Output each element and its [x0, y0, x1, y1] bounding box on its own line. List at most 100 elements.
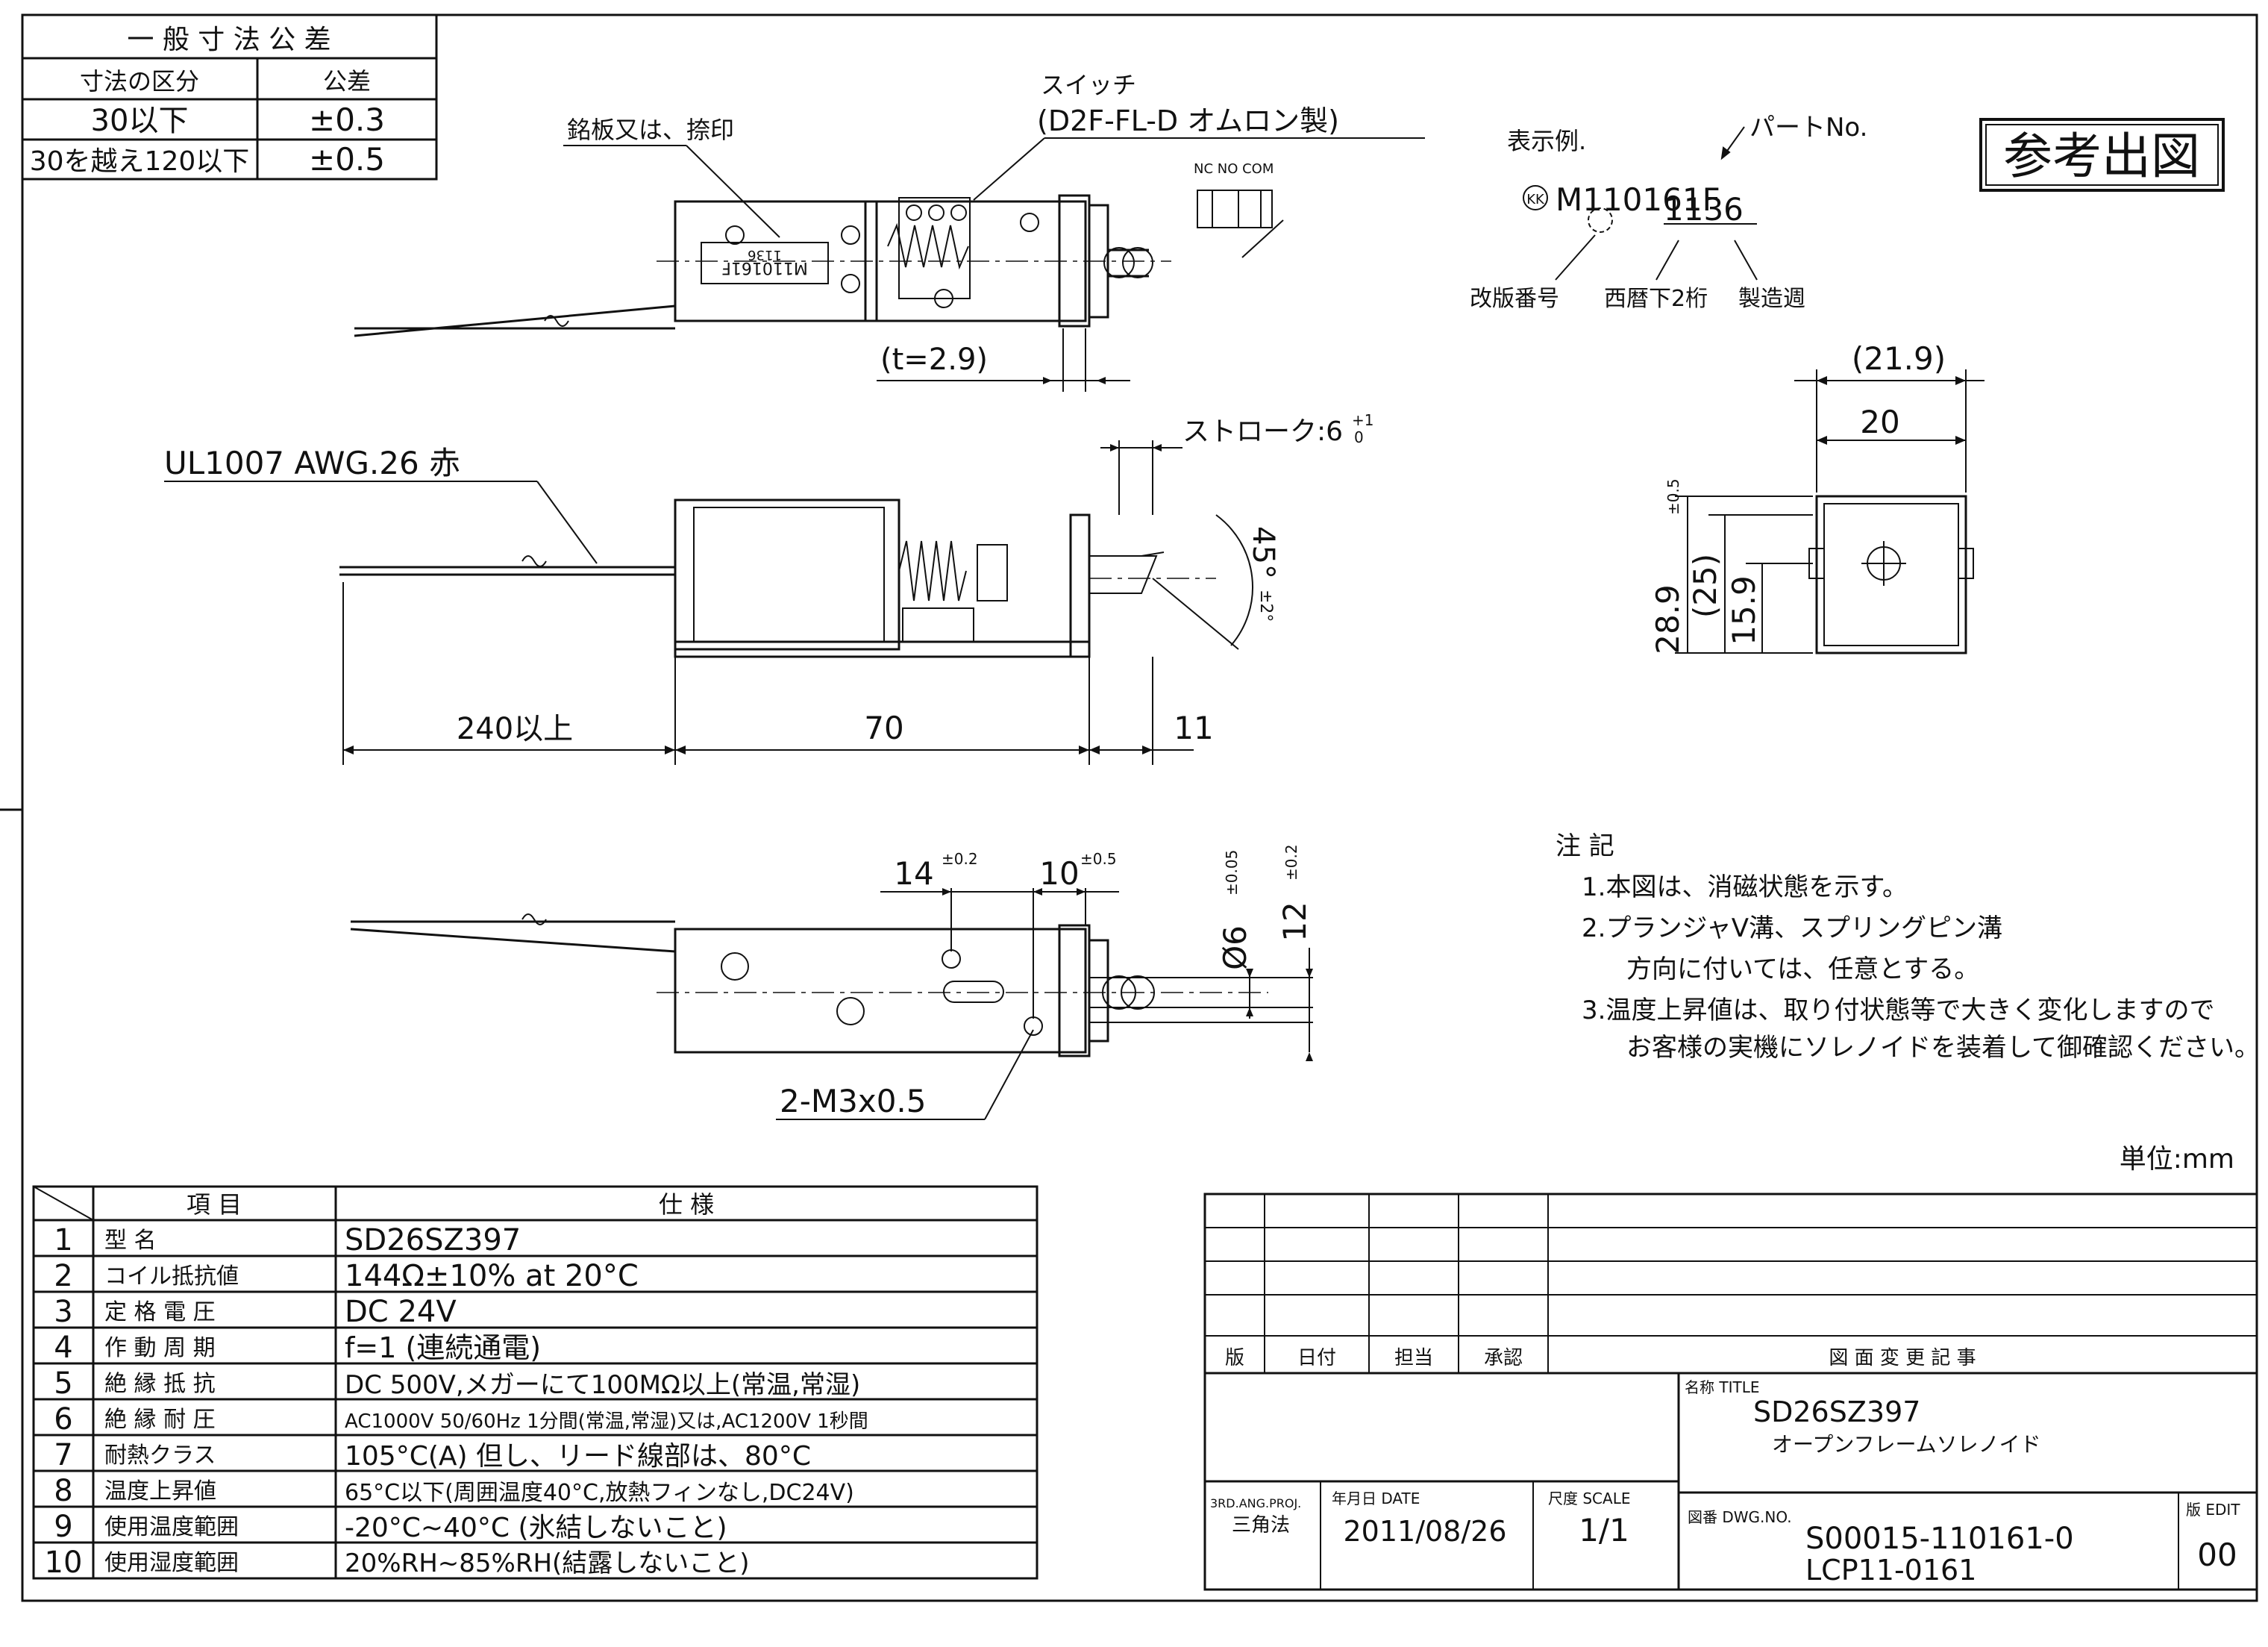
spec-item-5: 絶 縁 抵 抗	[104, 1371, 216, 1397]
spec-no-3: 3	[54, 1295, 72, 1329]
dim-tip-length: 11	[1174, 710, 1213, 746]
spec-no-7: 7	[54, 1438, 72, 1472]
spec-no-2: 2	[54, 1259, 72, 1293]
spec-value-8: 65°C以下(周囲温度40°C,放熱フィンなし,DC24V)	[345, 1480, 854, 1506]
dim-body-length: 70	[864, 710, 903, 746]
side-view	[164, 440, 1253, 765]
plate-text-2: 1136	[748, 247, 782, 263]
title-block	[1203, 1193, 2258, 1591]
spec-item-10: 使用湿度範囲	[104, 1550, 239, 1576]
switch-pins: NC NO COM	[1194, 161, 1274, 177]
reference-stamp: 参考出図	[1979, 118, 2225, 192]
spec-value-4: f=1 (連続通電)	[345, 1331, 541, 1364]
spec-item-1: 型 名	[104, 1228, 157, 1254]
notes-title: 注 記	[1556, 831, 1614, 861]
spec-value-2: 144Ω±10% at 20°C	[345, 1259, 639, 1293]
note-3-cont: お客様の実機にソレノイドを装着して御確認ください。	[1626, 1033, 2260, 1063]
note-1: 1.本図は、消磁状態を示す。	[1582, 872, 1908, 902]
dim-diameter-tol: ±0.05	[1223, 850, 1241, 896]
drawing-number: S00015-110161-0	[1805, 1522, 2074, 1556]
dim-diameter: Ø6	[1217, 925, 1253, 970]
note-3: 3.温度上昇値は、取り付状態等で大きく変化しますので	[1582, 996, 2214, 1025]
switch-body	[898, 197, 971, 299]
scale-label: 尺度 SCALE	[1548, 1490, 1630, 1507]
rev-header-approve: 承認	[1484, 1347, 1523, 1369]
sheet-border	[21, 13, 2258, 1602]
dim-width-overall: (21.9)	[1852, 340, 1946, 377]
angle-label: 45°	[1246, 526, 1280, 579]
spec-value-7: 105°C(A) 但し、リード線部は、80°C	[345, 1441, 811, 1472]
part-no-label: パートNo.	[1749, 113, 1867, 143]
rev-header-rev: 版	[1225, 1347, 1244, 1369]
change-record-label: 図 面 変 更 記 事	[1829, 1347, 1976, 1369]
stroke-tol-dn: 0	[1354, 428, 1364, 446]
switch-model: (D2F-FL-D オムロン製)	[1037, 104, 1339, 137]
dim-height-tol: ±0.5	[1664, 478, 1682, 515]
spec-item-4: 作 動 周 期	[104, 1335, 216, 1361]
dim-centre-tol: ±0.2	[1282, 844, 1300, 881]
note-2: 2.プランジャV溝、スプリングピン溝	[1582, 913, 2002, 943]
spec-item-3: 定 格 電 圧	[104, 1299, 216, 1325]
tolerance-range-2: 30を越え120以下	[30, 146, 250, 177]
spec-header-spec: 仕 様	[659, 1190, 714, 1219]
dim-thickness: (t=2.9)	[880, 343, 988, 377]
spec-no-6: 6	[54, 1402, 72, 1437]
spec-value-5: DC 500V,メガーにて100MΩ以上(常温,常湿)	[345, 1370, 860, 1400]
marking-part-code: M110161F	[1556, 181, 1720, 218]
spec-value-9: -20°C~40°C (氷結しないこと)	[345, 1513, 727, 1543]
note-2-cont: 方向に付いては、任意とする。	[1626, 954, 1979, 984]
spec-value-6: AC1000V 50/60Hz 1分間(常温,常湿)又は,AC1200V 1秒間	[345, 1410, 868, 1433]
rev-header-date: 日付	[1297, 1347, 1336, 1369]
screw-spec: 2-M3x0.5	[780, 1083, 927, 1119]
dim-hole-offset: 10	[1039, 855, 1079, 892]
dim-width: 20	[1860, 404, 1899, 440]
tolerance-col-tol: 公差	[323, 67, 371, 96]
title-name: SD26SZ397	[1753, 1396, 1920, 1428]
logo-icon	[1523, 185, 1548, 210]
dim-height-inner: (25)	[1687, 554, 1723, 618]
switch-label: スイッチ	[1041, 71, 1136, 99]
spec-item-6: 絶 縁 耐 圧	[104, 1407, 216, 1433]
dim-height: 28.9	[1650, 584, 1686, 654]
stroke-tol-up: +1	[1352, 411, 1373, 429]
drawing-date: 2011/08/26	[1343, 1515, 1506, 1548]
drawing-number-2: LCP11-0161	[1805, 1554, 1976, 1587]
spec-value-10: 20%RH~85%RH(結露しないこと)	[345, 1548, 750, 1578]
tolerance-table	[21, 13, 438, 181]
tolerance-col-range: 寸法の区分	[80, 67, 199, 96]
svg-text:参考出図: 参考出図	[2003, 128, 2200, 185]
unit-label: 単位:mm	[2120, 1144, 2234, 1175]
spec-no-4: 4	[54, 1331, 72, 1365]
spec-table	[32, 1185, 1039, 1580]
dim-centre: 12	[1276, 901, 1313, 941]
edit-number: 00	[2197, 1537, 2237, 1573]
spec-value-3: DC 24V	[345, 1295, 457, 1329]
dwg-no-label: 図番 DWG.NO.	[1688, 1508, 1792, 1526]
spec-item-7: 耐熱クラス	[104, 1443, 216, 1469]
spec-item-9: 使用温度範囲	[104, 1514, 239, 1540]
switch-pin-icon	[1197, 190, 1273, 228]
title-name-label: 名称 TITLE	[1685, 1378, 1759, 1396]
title-name-sub: オープンフレームソレノイド	[1772, 1432, 2041, 1457]
date-label: 年月日 DATE	[1332, 1490, 1420, 1507]
spring	[887, 222, 969, 270]
label-plate-note: 銘板又は、捺印	[567, 116, 734, 144]
spec-item-2: コイル抵抗値	[104, 1263, 239, 1290]
dim-hole-pitch: 14	[894, 855, 933, 892]
marking-example	[1523, 126, 1758, 281]
tolerance-value-1: ±0.3	[309, 101, 385, 138]
angle-tol: ±2°	[1256, 590, 1275, 622]
spec-value-1: SD26SZ397	[345, 1223, 521, 1257]
spec-item-8: 温度上昇値	[104, 1478, 216, 1504]
tolerance-value-2: ±0.5	[309, 141, 385, 178]
top-view: M110161F 1136	[354, 137, 1425, 392]
drawing-scale: 1/1	[1579, 1512, 1629, 1548]
spec-no-5: 5	[54, 1366, 72, 1401]
edit-label: 版 EDIT	[2186, 1501, 2240, 1519]
dim-hole-pitch-tol: ±0.2	[942, 850, 978, 868]
projection-label: 3RD.ANG.PROJ.	[1210, 1496, 1301, 1510]
spec-header-item: 項 目	[187, 1190, 242, 1219]
rev-header-person: 担当	[1394, 1347, 1433, 1369]
dim-lead-length: 240以上	[457, 712, 573, 746]
